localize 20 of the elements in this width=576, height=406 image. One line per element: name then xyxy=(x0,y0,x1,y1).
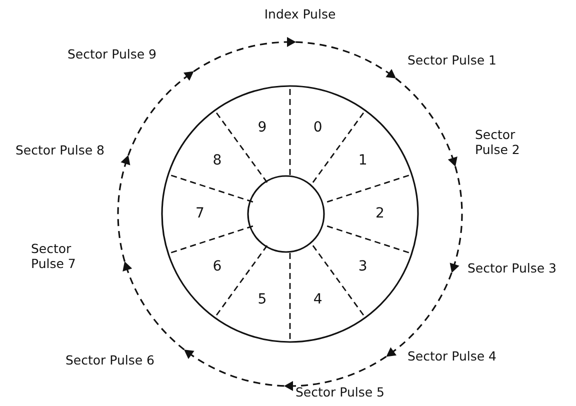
pulse-label: Sector Pulse 8 xyxy=(16,142,104,158)
pulse-label: Sector Pulse 4 xyxy=(408,348,496,364)
sector-number: 0 xyxy=(313,120,322,136)
sector-number: 9 xyxy=(258,120,267,136)
sector-number: 6 xyxy=(212,259,222,274)
pulse-label: Sector Pulse 5 xyxy=(296,384,384,400)
sector-number: 8 xyxy=(212,154,222,169)
pulse-label: Sector Pulse 7 xyxy=(31,241,77,271)
pulse-label: Sector Pulse 3 xyxy=(468,260,556,276)
sector-number: 2 xyxy=(376,206,384,222)
sector-number: 1 xyxy=(358,154,368,169)
sector-number: 4 xyxy=(313,292,322,308)
pulse-label: Sector Pulse 6 xyxy=(66,352,154,368)
sector-number: 3 xyxy=(358,259,368,274)
sector-number: 7 xyxy=(196,206,204,222)
pulse-label: Index Pulse xyxy=(264,6,336,22)
pulse-label: Sector Pulse 9 xyxy=(68,46,156,62)
pulse-label: Sector Pulse 1 xyxy=(408,52,496,68)
pulse-label: Sector Pulse 2 xyxy=(475,127,521,157)
sector-number: 5 xyxy=(258,292,267,308)
